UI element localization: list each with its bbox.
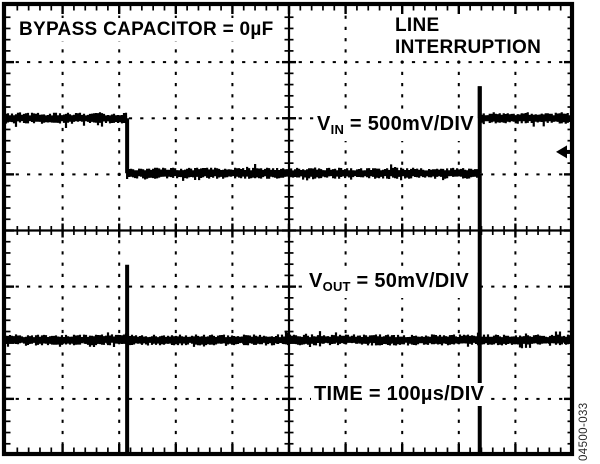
line-interruption-line2: INTERRUPTION bbox=[395, 37, 542, 58]
trace-position-arrow-icon bbox=[556, 145, 572, 159]
line-interruption-line1: LINE bbox=[395, 15, 440, 36]
vout-value: = 50mV/DIV bbox=[350, 270, 470, 292]
line-interruption-label: LINE INTERRUPTION bbox=[392, 14, 545, 60]
vout-symbol: V bbox=[309, 270, 323, 292]
vout-scale-label: VOUT = 50mV/DIV bbox=[306, 270, 473, 298]
vin-trace bbox=[4, 86, 573, 181]
vin-subscript: IN bbox=[330, 122, 345, 137]
center-crosshair bbox=[6, 6, 572, 455]
time-scale-label: TIME = 100µs/DIV bbox=[311, 383, 488, 406]
vout-subscript: OUT bbox=[322, 279, 351, 294]
vin-value: = 500mV/DIV bbox=[344, 113, 474, 135]
figure-number: 04500-033 bbox=[578, 402, 590, 461]
bypass-capacitor-label: BYPASS CAPACITOR = 0µF bbox=[16, 18, 277, 41]
vin-scale-label: VIN = 500mV/DIV bbox=[314, 113, 477, 141]
vin-symbol: V bbox=[317, 113, 331, 135]
